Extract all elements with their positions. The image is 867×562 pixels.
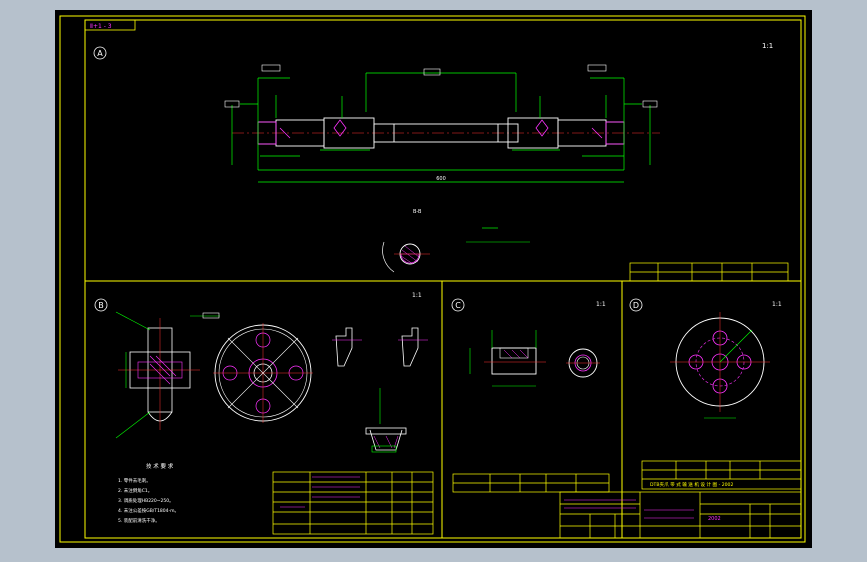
view-c: C 1:1 (451, 298, 610, 493)
design-title: DTB夹爪 带 式 输 送 机 设 计 图 - 2002 (650, 481, 733, 488)
svg-text:1. 零件去毛刺。: 1. 零件去毛刺。 (118, 477, 151, 484)
dimension-text-boxes-a (224, 64, 658, 108)
view-a-scale: 1:1 (762, 42, 773, 50)
title-block-d (641, 460, 802, 490)
svg-text:5. 装配前清洗干净。: 5. 装配前清洗干净。 (118, 517, 160, 524)
view-d-label: D (633, 301, 639, 310)
parts-table-b (272, 471, 434, 535)
view-d-scale: 1:1 (772, 301, 782, 308)
view-d: D 1:1 DTB夹爪 带 式 输 送 机 设 计 图 - 2002 (629, 298, 802, 490)
view-c-scale: 1:1 (596, 301, 606, 308)
notes-lines: 1. 零件去毛刺。 2. 未注倒角C1。 3. 调质处理HB220~250。 4… (118, 477, 179, 524)
view-c-label: C (455, 301, 461, 310)
title-block-a (629, 262, 789, 282)
inner-frame (84, 19, 802, 539)
outer-frame (59, 15, 806, 543)
tag-box (84, 19, 136, 31)
dimension-lines-a (231, 72, 651, 183)
svg-text:2. 未注倒角C1。: 2. 未注倒角C1。 (118, 487, 152, 494)
top-tag: Ⅱ+1 - 3 (90, 23, 112, 30)
main-title-block: 2002 (559, 491, 802, 539)
notes-title: 技 术 要 求 (146, 462, 174, 470)
view-a-length: 600 (436, 176, 446, 182)
view-a: A 1:1 (93, 42, 789, 282)
view-b-label: B (98, 301, 104, 310)
view-a-label: A (97, 49, 103, 58)
svg-text:4. 未注公差按GB/T1804-m。: 4. 未注公差按GB/T1804-m。 (118, 507, 179, 514)
title-block-c (452, 473, 610, 493)
drawing-number: 2002 (708, 516, 721, 522)
svg-text:3. 调质处理HB220~250。: 3. 调质处理HB220~250。 (118, 497, 174, 504)
view-b-scale: 1:1 (412, 292, 422, 299)
section-bb-label: B-B (413, 209, 422, 215)
drawing-canvas (55, 10, 812, 548)
view-b: B 1:1 (94, 292, 434, 535)
